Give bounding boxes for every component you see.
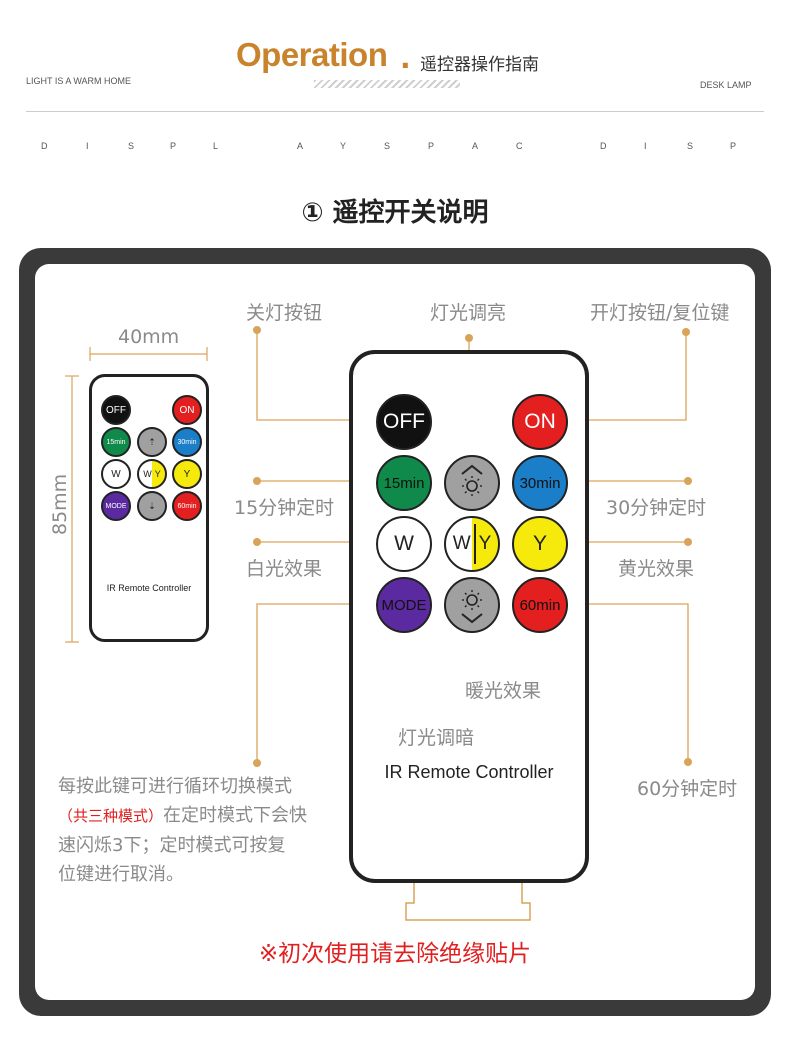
mode-button[interactable]: MODE: [376, 577, 432, 633]
small-60min-button[interactable]: 60min: [172, 491, 202, 521]
spaced-letter: P: [428, 141, 435, 151]
small-brighten-button[interactable]: ⇡: [137, 427, 167, 457]
label-on-reset: 开灯按钮/复位键: [590, 302, 730, 324]
leader-mode: [256, 603, 378, 763]
spaced-letter: D: [41, 141, 48, 151]
leader-off: [256, 330, 378, 421]
label-off: 关灯按钮: [246, 302, 323, 324]
hatch-decoration: [314, 80, 460, 88]
label-timer-30: 30分钟定时: [606, 497, 707, 519]
warm-divider: [473, 524, 476, 564]
remote-caption: IR Remote Controller: [384, 762, 554, 782]
height-label: 85mm: [49, 473, 71, 535]
spaced-letter: S: [128, 141, 135, 151]
warm-y-label: Y: [478, 533, 492, 554]
small-mode-button[interactable]: MODE: [101, 491, 131, 521]
big-remote: OFF ON 15min 30min W W Y Y MODE: [349, 350, 589, 883]
warm-w-label: W: [452, 533, 471, 554]
label-timer-15: 15分钟定时: [234, 497, 335, 519]
spaced-letter: A: [297, 141, 304, 151]
label-yellow: 黄光效果: [618, 558, 695, 580]
off-button[interactable]: OFF: [376, 394, 432, 450]
note-line-4: 位键进行取消。: [58, 864, 184, 885]
dim-icon: [461, 590, 483, 624]
spaced-letter: S: [687, 141, 694, 151]
timer-30min-button[interactable]: 30min: [512, 455, 568, 511]
warm-w-label: W: [143, 469, 152, 479]
spaced-letter: Y: [340, 141, 347, 151]
page-title: Operation: [236, 36, 388, 73]
spaced-letter: I: [644, 141, 647, 151]
brighten-icon: [461, 464, 483, 496]
warm-y-label: Y: [154, 469, 161, 479]
insulation-tab: [405, 882, 531, 921]
yellow-light-button[interactable]: Y: [512, 516, 568, 572]
on-button[interactable]: ON: [512, 394, 568, 450]
leader-on: [565, 332, 687, 421]
width-label: 40mm: [118, 326, 180, 348]
dim-icon: ⇣: [148, 500, 156, 511]
leader-60: [565, 603, 689, 762]
dim-button[interactable]: [444, 577, 500, 633]
small-dim-button[interactable]: ⇣: [137, 491, 167, 521]
small-off-button[interactable]: OFF: [101, 395, 131, 425]
note-line-2: （共三种模式）在定时模式下会快: [58, 805, 308, 826]
warm-light-button[interactable]: W Y: [444, 516, 500, 572]
title-dot: .: [400, 42, 411, 75]
header-divider: [26, 111, 764, 112]
label-white: 白光效果: [246, 558, 323, 580]
note-line-1: 每按此键可进行循环切换模式: [58, 776, 292, 797]
spaced-letter: P: [170, 141, 177, 151]
spaced-letter: D: [600, 141, 607, 151]
label-timer-60: 60分钟定时: [637, 778, 738, 800]
spaced-letter: A: [472, 141, 479, 151]
label-warm: 暖光效果: [465, 680, 542, 702]
section-title: ① 遥控开关说明: [301, 198, 489, 228]
spaced-letter: P: [730, 141, 737, 151]
brighten-button[interactable]: [444, 455, 500, 511]
spaced-letter: S: [384, 141, 391, 151]
small-on-button[interactable]: ON: [172, 395, 202, 425]
small-white-button[interactable]: W: [101, 459, 131, 489]
note-line-3: 速闪烁3下；定时模式可按复: [58, 835, 286, 856]
label-dim: 灯光调暗: [398, 727, 475, 749]
spaced-letter: C: [516, 141, 523, 151]
label-brighten: 灯光调亮: [430, 302, 507, 324]
small-30min-button[interactable]: 30min: [172, 427, 202, 457]
small-15min-button[interactable]: 15min: [101, 427, 131, 457]
spaced-letter: L: [213, 141, 219, 151]
brighten-icon: ⇡: [148, 436, 156, 447]
mode-note: 每按此键可进行循环切换模式 （共三种模式）在定时模式下会快 速闪烁3下；定时模式…: [58, 772, 338, 889]
warning-text: ※初次使用请去除绝缘贴片: [258, 941, 532, 967]
tagline-left: LIGHT IS A WARM HOME: [26, 76, 132, 86]
small-remote-caption: IR Remote Controller: [106, 583, 192, 593]
tagline-right: DESK LAMP: [700, 80, 752, 90]
spaced-letter: I: [86, 141, 89, 151]
page-subtitle: 遥控器操作指南: [420, 55, 539, 75]
small-yellow-button[interactable]: Y: [172, 459, 202, 489]
white-light-button[interactable]: W: [376, 516, 432, 572]
timer-60min-button[interactable]: 60min: [512, 577, 568, 633]
timer-15min-button[interactable]: 15min: [376, 455, 432, 511]
note-red-text: （共三种模式）: [58, 807, 164, 825]
